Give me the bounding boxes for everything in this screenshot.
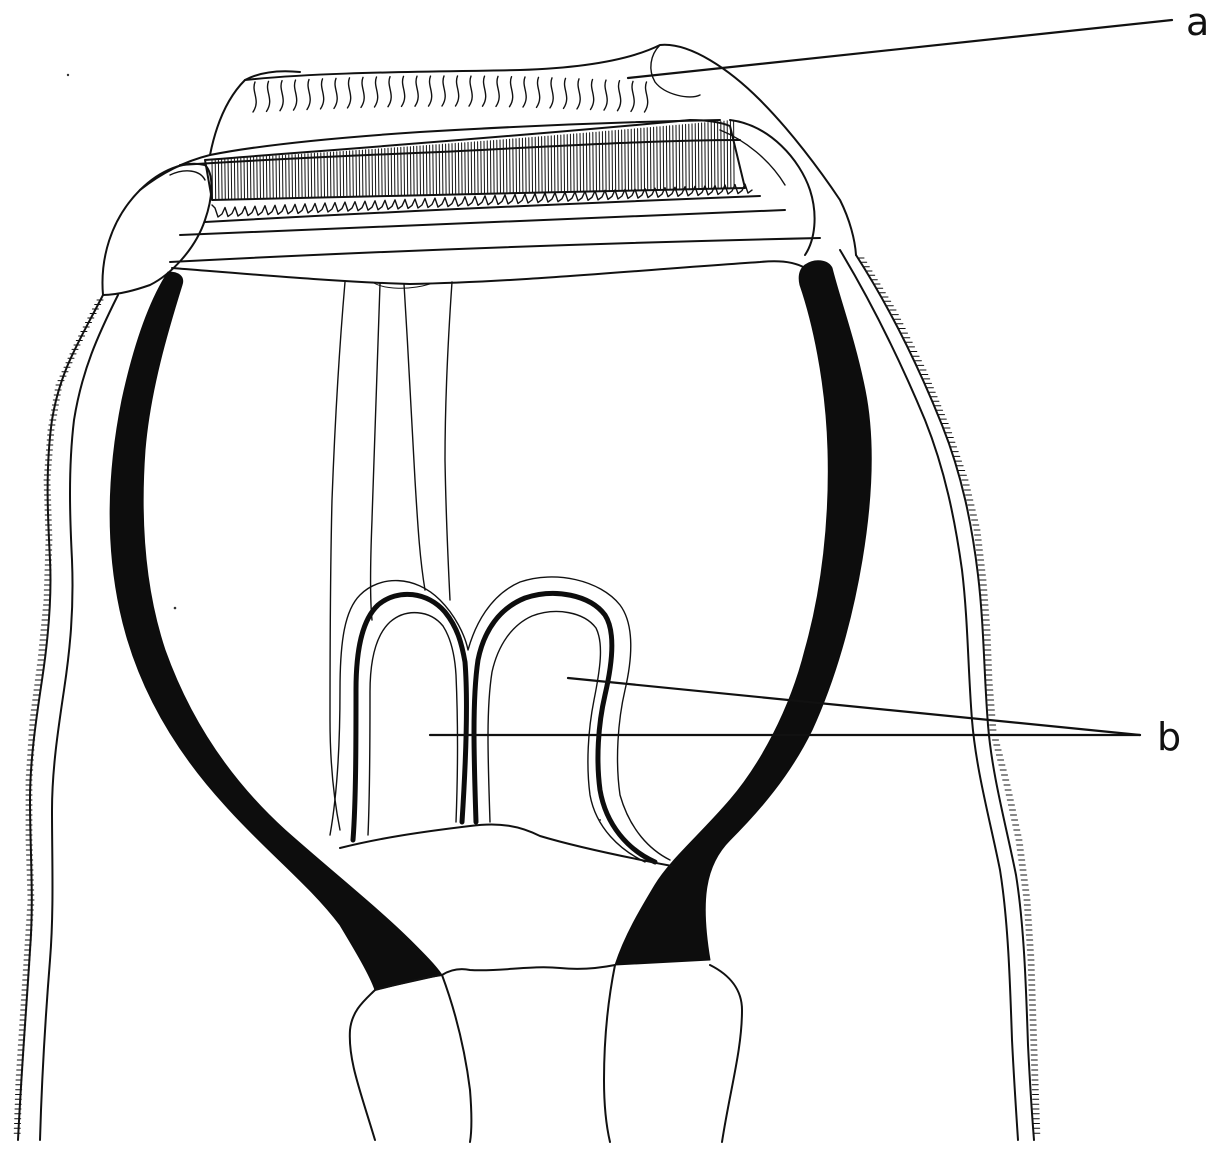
leader-b-upper [568, 678, 1140, 735]
label-b: b [1157, 715, 1181, 759]
leader-lines [430, 20, 1172, 735]
buccal-capsule-floor [172, 261, 805, 284]
cuticle-striation-right [858, 258, 1040, 1133]
striation-hatching [212, 120, 734, 200]
oesophagus [330, 282, 452, 830]
bilobed-organ [330, 577, 670, 862]
buccal-striated-band [170, 120, 820, 262]
body-wall-right [840, 250, 1040, 1140]
rod-left [110, 272, 442, 990]
body-wall-left [14, 295, 118, 1140]
leader-a [628, 20, 1172, 78]
lip-papillae [253, 76, 648, 112]
label-a: a [1186, 0, 1209, 44]
cuticle-striation-left [14, 300, 103, 1133]
